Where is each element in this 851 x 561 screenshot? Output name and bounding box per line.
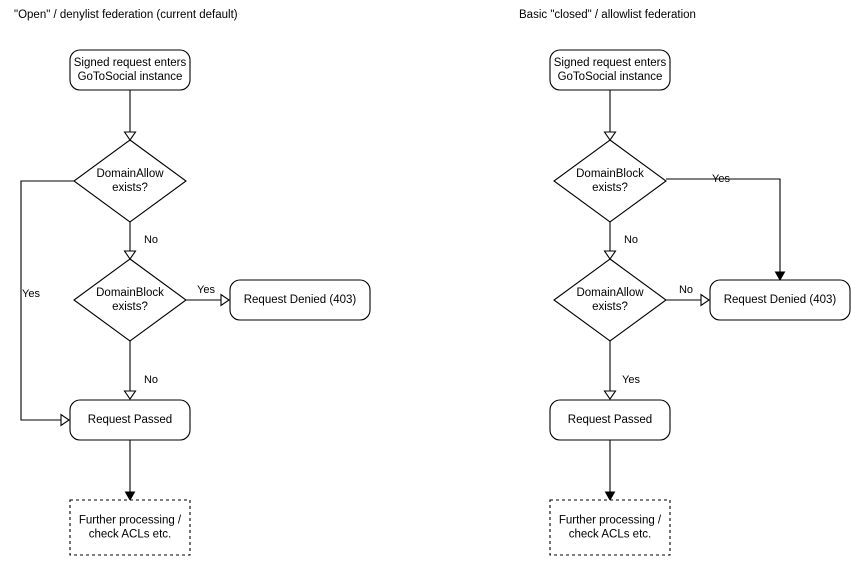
request-passed-node[interactable]: Request Passed: [69, 399, 191, 441]
edge-domain-block-yes: Yes: [666, 173, 786, 282]
further-processing-node[interactable]: Further processing /check ACLs etc.: [549, 499, 671, 556]
arrow-head-open: [123, 131, 137, 141]
node-label: Further processing /check ACLs etc.: [559, 515, 662, 541]
node-shape-rounded-rect: [229, 279, 371, 321]
edge-label: No: [144, 374, 158, 386]
node-label: Further processing /check ACLs etc.: [79, 515, 182, 541]
arrow-head-filled: [604, 491, 616, 502]
node-shape-dashed-rect: [549, 499, 671, 556]
edge-domain-block-yes: Yes: [186, 284, 230, 307]
node-shape-diamond: [73, 258, 187, 342]
edge-label: Yes: [22, 288, 40, 300]
arrow-head-open: [603, 131, 617, 141]
node-label: Request Denied (403): [724, 294, 837, 306]
node-shape-diamond: [73, 139, 187, 223]
edge-start-to-domain-block: [603, 90, 617, 141]
diagram-open-denylist: "Open" / denylist federation (current de…: [14, 9, 371, 556]
edge-domain-allow-no: No: [666, 284, 710, 307]
node-label: Request Passed: [568, 414, 652, 426]
node-shape-rounded-rect: [709, 279, 851, 321]
diagram-title: "Open" / denylist federation (current de…: [14, 9, 238, 21]
node-shape-diamond: [553, 139, 667, 223]
edge-domain-allow-no: No: [123, 222, 158, 260]
node-shape-rounded-rect: [549, 49, 671, 91]
node-label: Request Passed: [88, 414, 172, 426]
edge-domain-block-no: No: [603, 222, 638, 260]
node-shape-rounded-rect: [549, 399, 671, 441]
node-label: Request Denied (403): [244, 294, 357, 306]
arrow-head-filled: [124, 491, 136, 502]
edge-label: No: [679, 284, 693, 296]
arrow-head-open: [123, 390, 137, 400]
arrow-head-open: [603, 390, 617, 400]
request-passed-node[interactable]: Request Passed: [549, 399, 671, 441]
edge-domain-block-no: No: [123, 341, 158, 400]
arrow-head-filled: [774, 271, 786, 282]
edge-label: Yes: [712, 173, 730, 185]
edge-passed-to-further: [124, 440, 136, 502]
diagram-title: Basic "closed" / allowlist federation: [519, 9, 696, 21]
diagram-closed-allowlist: Basic "closed" / allowlist federationYes…: [519, 9, 851, 556]
edge-label: No: [144, 234, 158, 246]
request-denied-node[interactable]: Request Denied (403): [709, 279, 851, 321]
arrow-head-open: [123, 250, 137, 260]
edge-path: [20, 180, 74, 421]
edge-path: [666, 178, 781, 274]
edge-label: No: [624, 234, 638, 246]
edge-domain-allow-yes: Yes: [603, 341, 640, 400]
edge-domain-allow-yes: Yes: [20, 180, 74, 427]
arrow-head-open: [603, 250, 617, 260]
further-processing-node[interactable]: Further processing /check ACLs etc.: [69, 499, 191, 556]
edge-label: Yes: [197, 284, 215, 296]
node-shape-diamond: [553, 258, 667, 342]
arrow-head-open: [60, 413, 70, 427]
edge-passed-to-further: [604, 440, 616, 502]
edge-start-to-domain-allow: [123, 90, 137, 141]
arrow-head-open: [700, 293, 710, 307]
node-shape-rounded-rect: [69, 49, 191, 91]
flowchart-render-root: "Open" / denylist federation (current de…: [14, 9, 851, 556]
request-denied-node[interactable]: Request Denied (403): [229, 279, 371, 321]
edge-label: Yes: [622, 374, 640, 386]
arrow-head-open: [220, 293, 230, 307]
node-shape-dashed-rect: [69, 499, 191, 556]
node-shape-rounded-rect: [69, 399, 191, 441]
